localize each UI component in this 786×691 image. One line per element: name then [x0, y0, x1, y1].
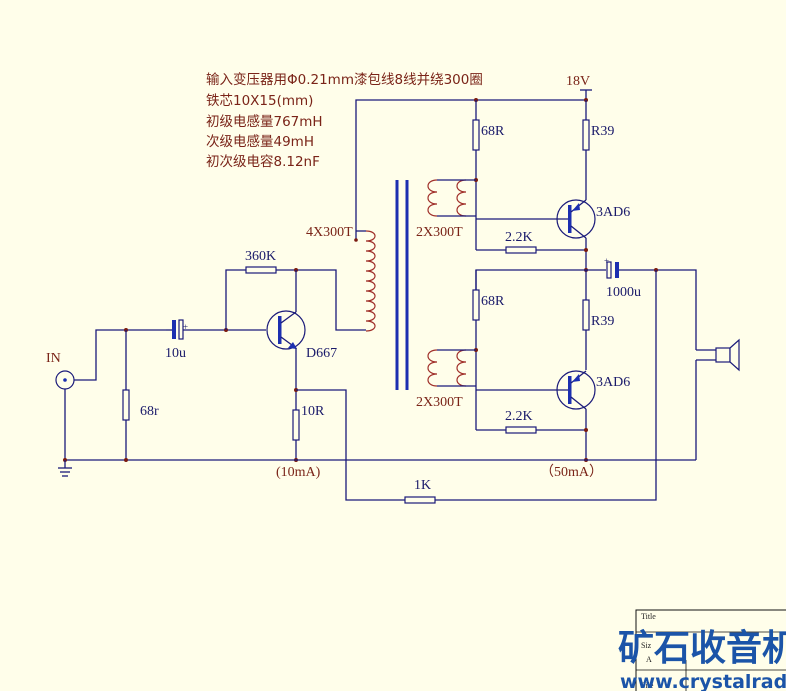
resistor-68r-bottom	[472, 289, 480, 321]
title-block-border	[635, 609, 786, 691]
emitter-arrow-icon	[572, 374, 580, 382]
capacitor-plus-sign: +	[183, 322, 188, 332]
resistor-68r-bottom-label: 68R	[481, 294, 505, 309]
watermark-name: 矿石收音机	[618, 628, 786, 669]
wire	[225, 269, 246, 330]
note-winding: 输入变压器用Φ0.21mm漆包线8线并绕300圈	[206, 72, 483, 88]
resistor-10r-label: 10R	[301, 404, 325, 419]
resistor-2.2k-top-label: 2.2K	[505, 230, 533, 245]
note-primary-inductance: 初级电感量767mH	[206, 113, 323, 130]
transistor-base-plate	[278, 316, 282, 344]
transistor-collector-lead	[570, 225, 587, 239]
transformer: 4X300T 2X300T 2X300T	[300, 179, 476, 410]
resistor-10r	[292, 409, 300, 441]
speaker-cone-icon	[729, 338, 740, 372]
resistor-1k-label: 1K	[414, 478, 431, 493]
ground-rail	[58, 458, 696, 477]
wire	[300, 269, 366, 331]
speaker	[695, 338, 740, 460]
watermark: 矿石收音机 www.crystalradio.cn	[618, 628, 786, 691]
secondary-winding-bottom	[427, 349, 467, 387]
capacitor-1000u-plate-positive	[606, 261, 612, 279]
emitter-arrow-icon	[288, 342, 297, 349]
feedback-wire	[296, 389, 405, 501]
input-jack-center	[63, 378, 67, 382]
capacitor-1000u-plate-negative	[615, 262, 619, 278]
secondary-winding-top-label: 2X300T	[416, 225, 463, 240]
title-block-file-label: File	[641, 681, 654, 690]
primary-winding-label: 4X300T	[306, 225, 353, 240]
top-rail-wire	[355, 99, 586, 240]
feedback-wire	[435, 270, 657, 501]
resistor-r39-top-label: R39	[591, 124, 614, 139]
transistor-d667-label: D667	[306, 346, 337, 361]
resistor-2.2k-top	[505, 246, 537, 254]
current-driver-label: (10mA)	[276, 465, 321, 480]
transistor-3ad6-bottom-label: 3AD6	[596, 375, 630, 390]
resistor-1k	[404, 496, 436, 504]
input-label: IN	[46, 351, 61, 366]
resistor-68r-top-label: 68R	[481, 124, 505, 139]
speaker-icon	[715, 347, 731, 363]
watermark-url: www.crystalradio.cn	[620, 671, 786, 691]
secondary-winding-bottom-label: 2X300T	[416, 395, 463, 410]
title-block-title-label: Title	[641, 612, 656, 621]
capacitor-10u-label: 10u	[165, 346, 186, 361]
resistor-2.2k-bottom-label: 2.2K	[505, 409, 533, 424]
wire	[74, 329, 166, 381]
transistor-base-plate	[568, 376, 572, 404]
secondary-winding-top	[427, 179, 467, 217]
capacitor-plus-sign: +	[604, 256, 609, 266]
resistor-68r-input	[122, 389, 130, 421]
polarity-dot	[354, 238, 358, 242]
primary-winding	[365, 230, 376, 332]
junction	[584, 428, 588, 432]
transistor-3ad6-top-label: 3AD6	[596, 205, 630, 220]
note-capacitance: 初次级电容8.12nF	[206, 153, 320, 170]
transistor-d667	[266, 310, 306, 350]
resistor-68r-input-label: 68r	[140, 404, 159, 419]
resistor-r39-bottom-label: R39	[591, 314, 614, 329]
wire	[619, 269, 697, 350]
capacitor-1000u-label: 1000u	[606, 285, 641, 300]
power-label: 18V	[566, 74, 590, 89]
driver-stage: IN 68r + 10u 360K D667 10R	[46, 249, 436, 504]
title-block: Title Siz A File	[635, 609, 786, 691]
resistor-360k	[245, 266, 277, 274]
bottom-output-stage: 68R R39 3AD6 2.2K （50mA）	[472, 270, 630, 480]
resistor-68r-top	[472, 119, 480, 151]
design-notes: 输入变压器用Φ0.21mm漆包线8线并绕300圈 铁芯10X15(mm) 初级电…	[206, 72, 483, 170]
title-block-size-label: Siz	[641, 641, 652, 650]
transistor-collector-lead	[570, 396, 587, 410]
emitter-arrow-icon	[572, 203, 580, 211]
transistor-collector-lead	[280, 311, 297, 324]
note-secondary-inductance: 次级电感量49mH	[206, 133, 314, 150]
resistor-r39-bottom	[582, 299, 590, 331]
transistor-base-plate	[568, 205, 572, 233]
resistor-2.2k-bottom	[505, 426, 537, 434]
top-output-stage: 68R R39 3AD6 2.2K	[472, 100, 630, 270]
power-rail: 18V	[355, 74, 592, 240]
ground-icon	[58, 460, 72, 477]
current-output-label: （50mA）	[540, 464, 603, 480]
junction	[584, 248, 588, 252]
junction	[124, 458, 128, 462]
resistor-r39-top	[582, 119, 590, 151]
note-core: 铁芯10X15(mm)	[206, 93, 313, 109]
title-block-size-value: A	[646, 655, 652, 664]
resistor-360k-label: 360K	[245, 249, 276, 264]
capacitor-10u-plate-negative	[172, 320, 176, 339]
